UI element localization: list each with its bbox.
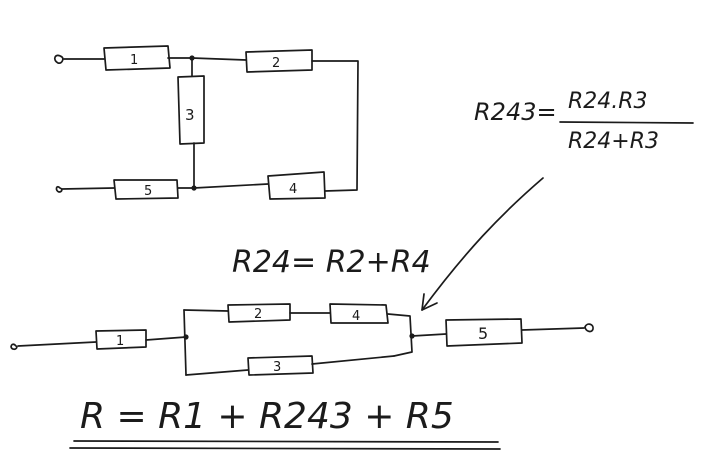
top-node (191, 185, 197, 191)
total-formula: R = R1 + R243 + R5 (80, 396, 454, 437)
r24-formula: R24= R2+R4 (232, 245, 431, 280)
bottom-wire (17, 341, 97, 347)
bottom-terminal-right (584, 323, 594, 333)
resistor-1: 1 (103, 45, 171, 71)
resistor-3: 3 (247, 355, 314, 376)
bottom-wire (387, 313, 413, 357)
resistor-label: 1 (130, 53, 138, 68)
bottom-node (183, 334, 189, 340)
top-terminal-upper (53, 54, 64, 64)
top-wire (61, 187, 115, 190)
fraction-bar (559, 121, 694, 124)
r243-denominator: R24+R3 (568, 129, 659, 154)
resistor-4: 4 (329, 303, 389, 324)
top-circuit: 1 2 3 5 4 (53, 45, 359, 200)
top-terminal-lower (55, 185, 63, 193)
resistor-label: 5 (144, 184, 152, 199)
top-node (189, 55, 195, 61)
top-wire (167, 57, 247, 61)
resistor-2: 2 (227, 303, 291, 323)
bottom-terminal-left (10, 343, 18, 351)
resistor-label: 4 (352, 309, 360, 324)
bottom-node (409, 333, 415, 339)
total-resistance-formula: R = R1 + R243 + R5 (69, 396, 501, 450)
underline (69, 447, 501, 450)
underline (73, 440, 499, 443)
resistor-label: 1 (116, 334, 124, 349)
resistor-label: 2 (272, 56, 280, 71)
r243-formula: R243= R24.R3 R24+R3 (474, 89, 694, 154)
resistor-5: 5 (445, 318, 523, 347)
bottom-wire (411, 333, 447, 337)
pointer-arrow (421, 177, 544, 311)
resistor-2: 2 (245, 49, 313, 73)
bottom-wire (145, 336, 187, 341)
resistor-3: 3 (177, 75, 205, 145)
resistor-label: 3 (185, 106, 195, 124)
resistor-5: 5 (113, 179, 179, 200)
r243-lhs: R243= (474, 98, 557, 126)
bottom-wire (521, 327, 585, 331)
resistor-4: 4 (267, 171, 326, 200)
top-wire (311, 60, 359, 192)
bottom-circuit: 1 2 4 3 5 (10, 303, 594, 376)
r243-numerator: R24.R3 (568, 89, 648, 114)
resistor-label: 3 (273, 360, 281, 375)
bottom-wire (183, 309, 187, 376)
bottom-wire (311, 355, 395, 365)
bottom-wire (183, 309, 229, 312)
resistor-label: 5 (478, 324, 488, 343)
resistor-1: 1 (95, 329, 147, 350)
bottom-wire (185, 369, 249, 376)
resistor-label: 4 (289, 182, 297, 197)
resistor-label: 2 (254, 307, 262, 322)
